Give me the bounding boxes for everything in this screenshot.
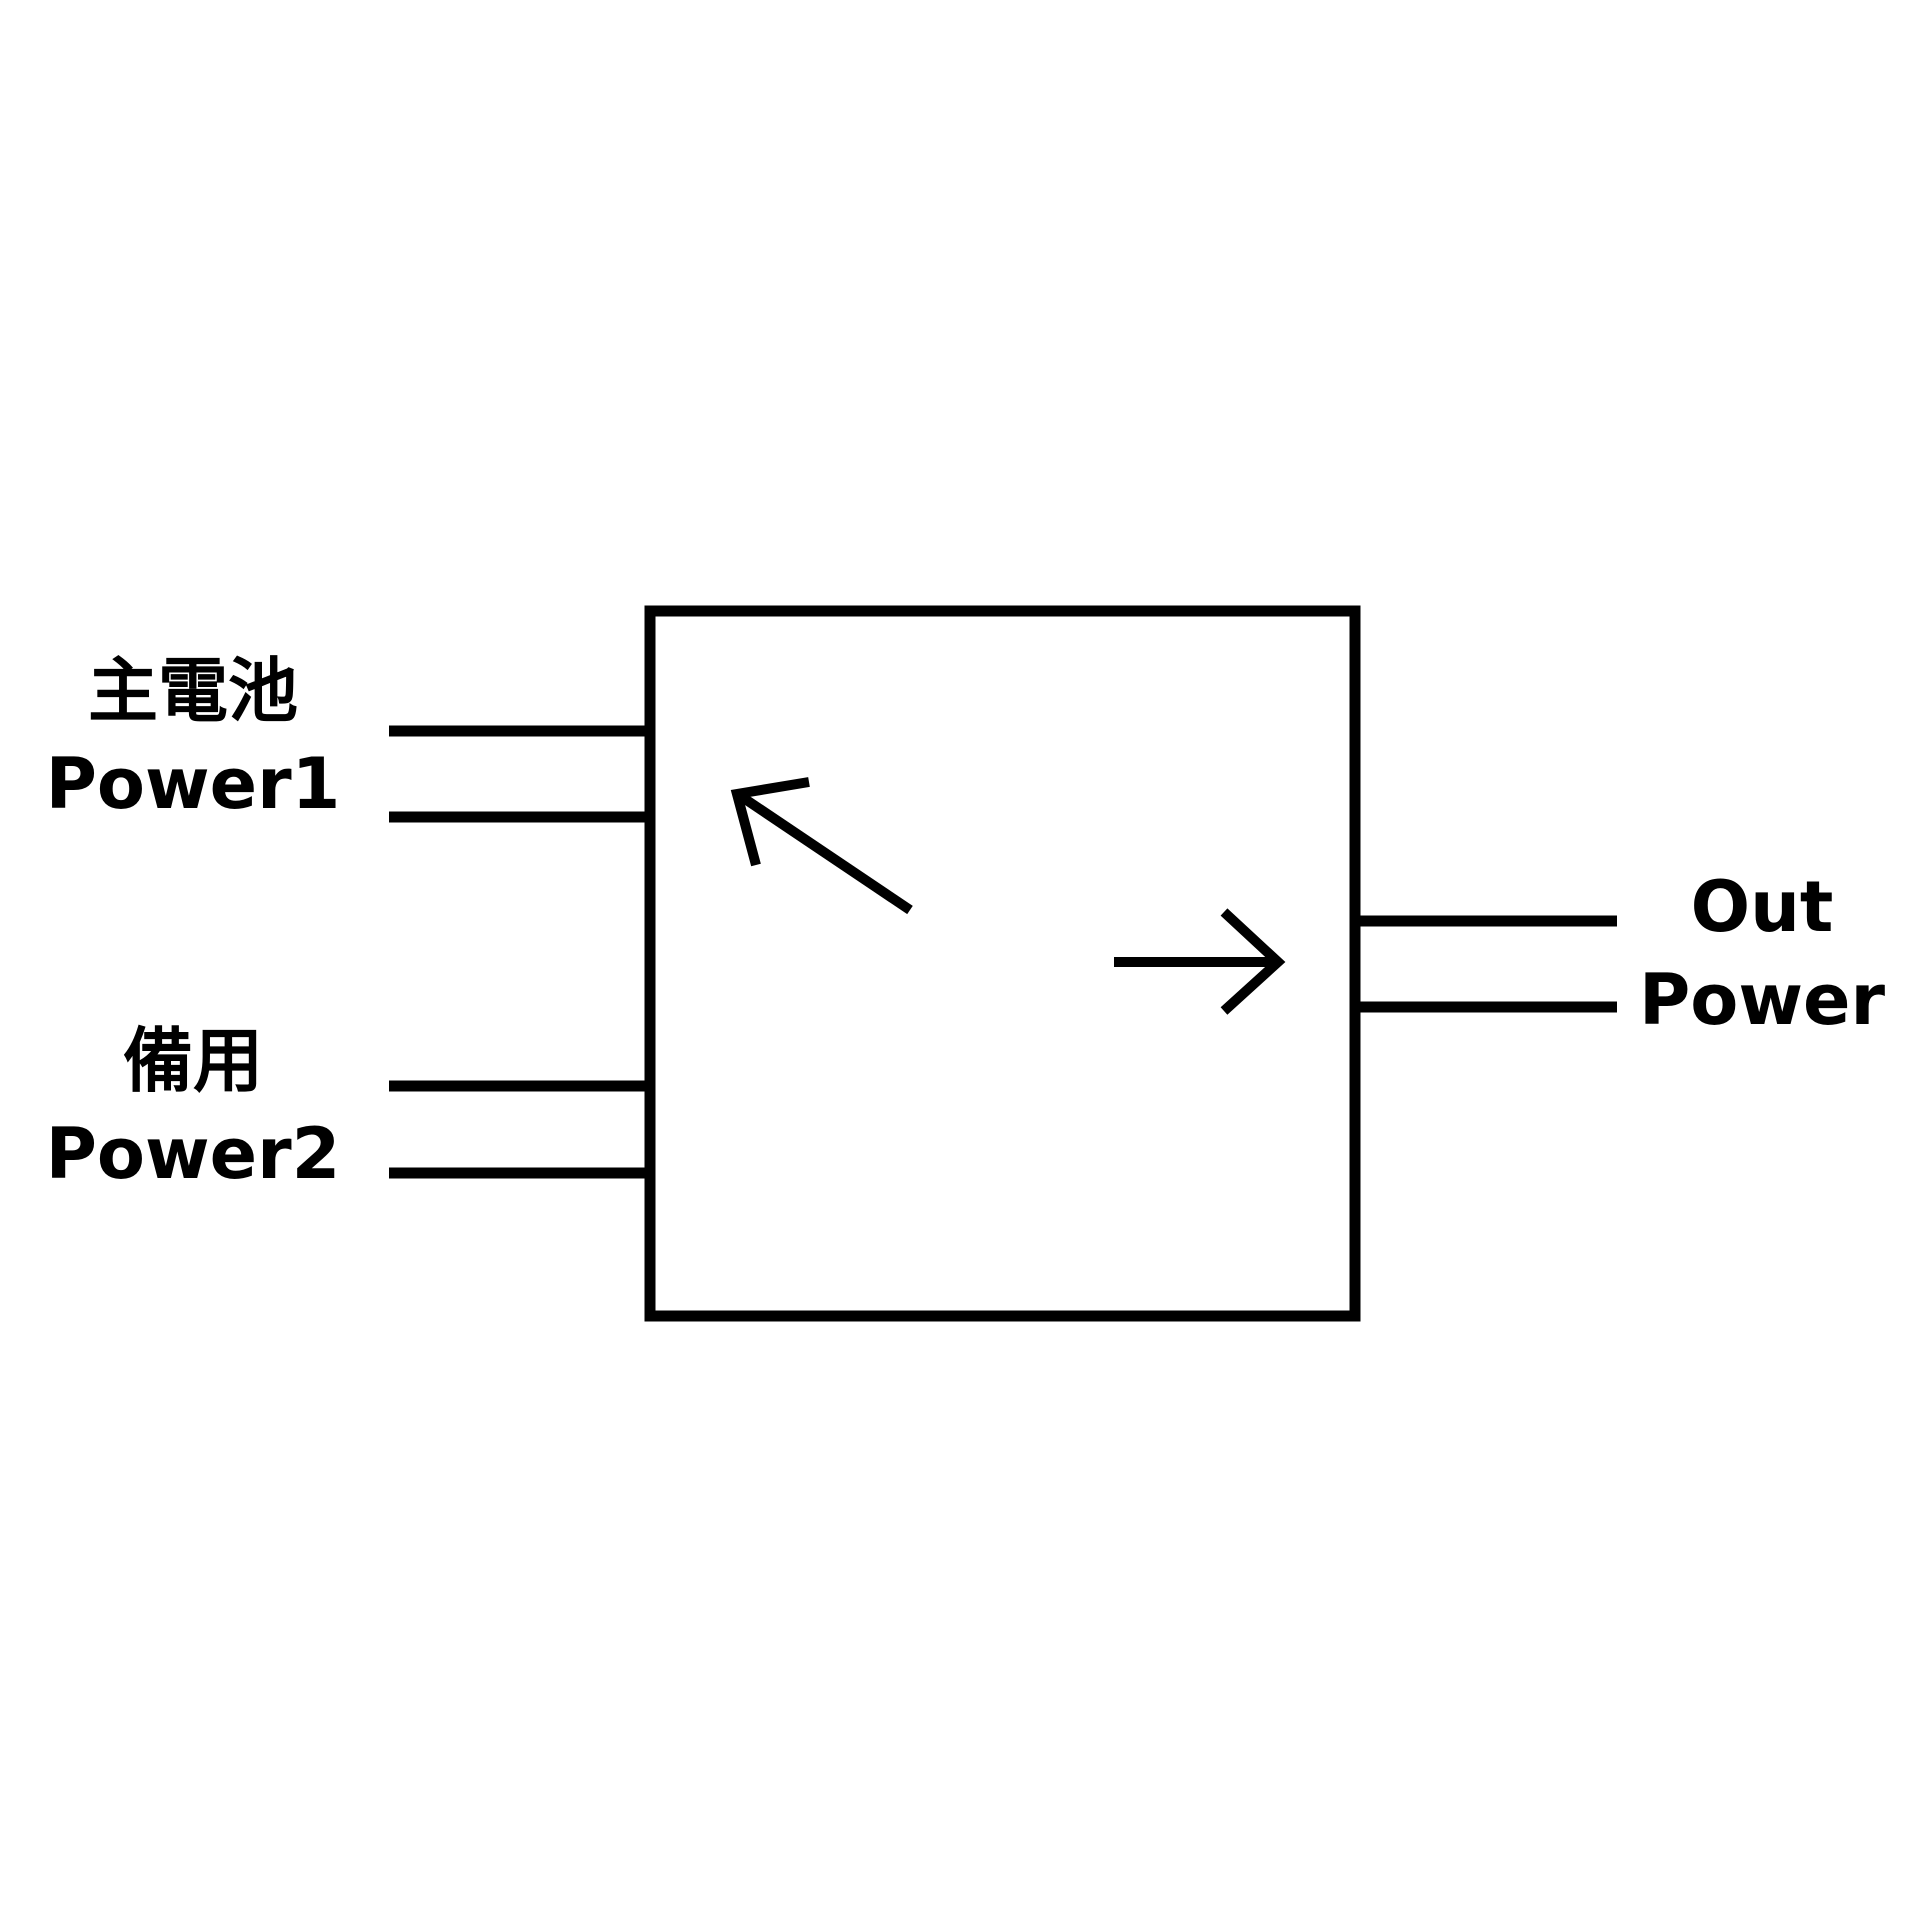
output-wires xyxy=(1355,915,1617,1013)
input-1-label-en: Power1 xyxy=(46,743,341,825)
input-2-label-en: Power2 xyxy=(46,1113,341,1195)
output-direction-arrow-icon xyxy=(1114,908,1286,1015)
input-1-wires xyxy=(389,725,650,823)
output-label-line1: Out xyxy=(1691,866,1834,948)
input-2-label-zh: 備用 xyxy=(123,1020,263,1102)
input-1-label-zh: 主電池 xyxy=(88,650,298,732)
switch-box xyxy=(644,605,1361,1322)
input-2-wires xyxy=(389,1080,650,1179)
output-label-line2: Power xyxy=(1639,959,1886,1041)
switch-selector-arrow-icon xyxy=(730,777,913,915)
